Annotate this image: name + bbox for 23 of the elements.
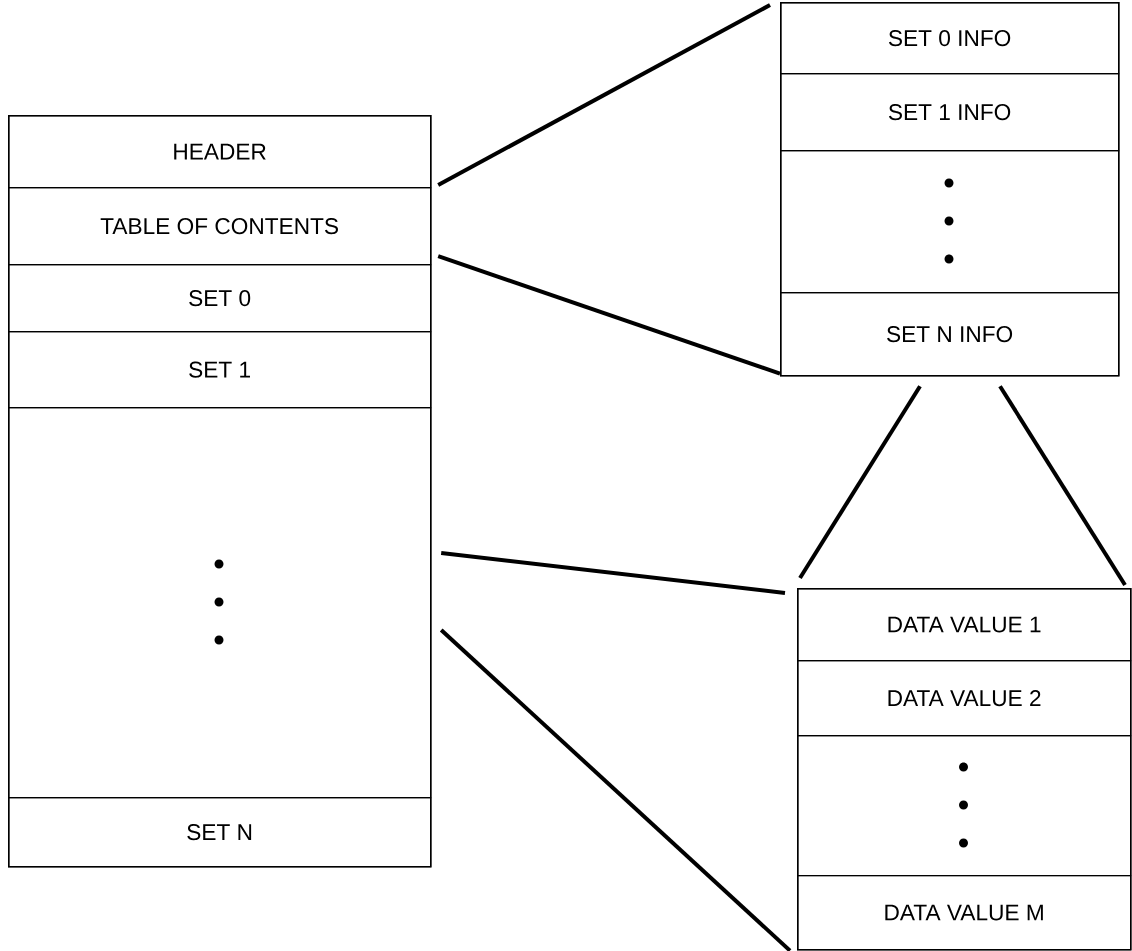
table-row: SET N [8, 797, 432, 868]
zoom-line [998, 385, 1127, 587]
zoom-line [437, 3, 771, 187]
table-row: TABLE OF CONTENTS [8, 187, 432, 266]
table-row: SET N INFO [780, 292, 1120, 377]
stack-box [8, 115, 432, 868]
table-row: DATA VALUE M [797, 875, 1132, 951]
table-row: HEADER [8, 115, 432, 189]
ellipsis-row [780, 150, 1120, 294]
zoom-line [437, 254, 781, 376]
zoom-line [798, 385, 922, 580]
table-row: DATA VALUE 1 [797, 588, 1132, 662]
zoom-line [440, 551, 786, 595]
table-row: SET 1 INFO [780, 73, 1120, 152]
table-row: SET 0 INFO [780, 2, 1120, 75]
stack-box [797, 588, 1132, 951]
zoom-line [439, 628, 792, 951]
table-row: DATA VALUE 2 [797, 660, 1132, 737]
ellipsis-row [797, 735, 1132, 877]
stack-box [780, 2, 1120, 377]
ellipsis-row [8, 407, 432, 799]
table-row: SET 0 [8, 264, 432, 333]
table-row: SET 1 [8, 331, 432, 409]
